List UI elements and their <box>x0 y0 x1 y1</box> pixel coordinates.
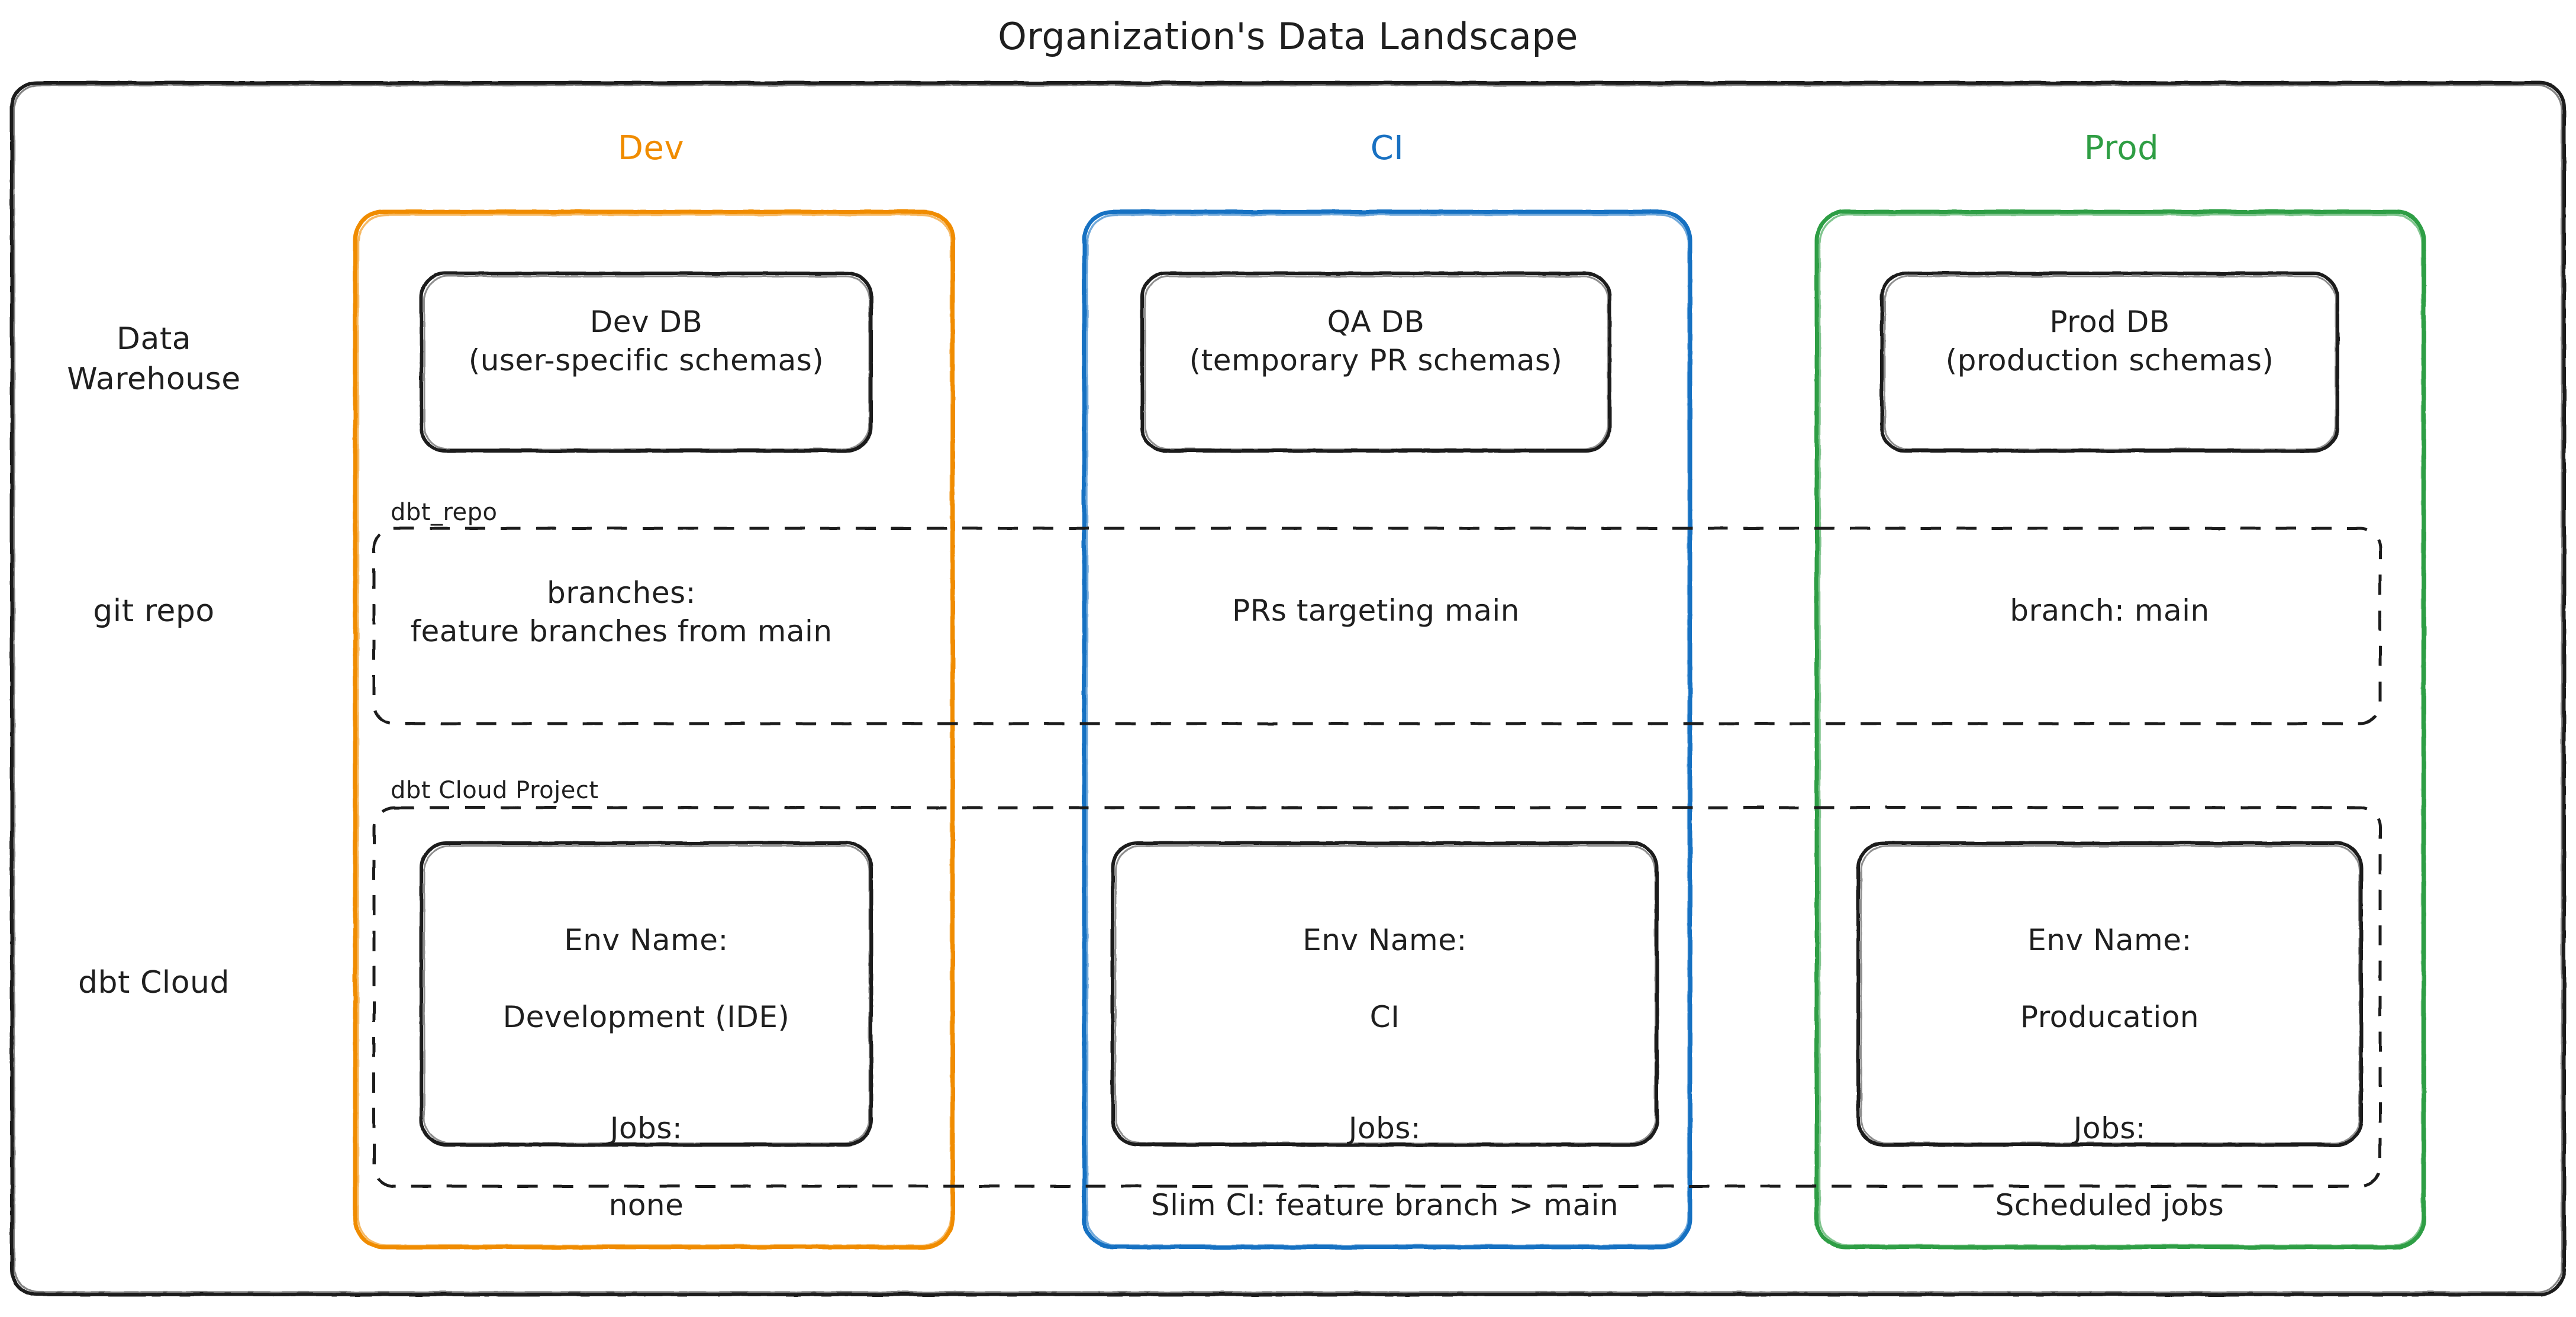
cell-git-ci: PRs targeting main <box>1231 593 1520 628</box>
column-header-dev: Dev <box>617 129 685 167</box>
db-box-ci <box>1140 272 1611 453</box>
row-header-data-warehouse: Data Warehouse <box>67 321 241 397</box>
cell-spacer <box>421 1037 871 1071</box>
cell-spacer <box>1118 1037 1651 1071</box>
column-header-ci: CI <box>1370 129 1404 167</box>
jobs-value-dev: none <box>608 1188 684 1222</box>
column-frame-ci <box>1082 209 1692 1250</box>
column-frame-prod <box>1814 209 2426 1250</box>
cell-git-dev: branches: feature branches from main <box>410 576 833 648</box>
db-box-prod <box>1880 272 2339 453</box>
env-name-label-ci: Env Name: <box>1302 923 1467 957</box>
env-name-value-prod: Producation <box>2020 1000 2200 1034</box>
column-frame-dev <box>353 209 955 1250</box>
page-title: Organization's Data Landscape <box>998 15 1578 58</box>
cell-git-prod: branch: main <box>2010 593 2210 628</box>
cell-dbt-cloud-ci: Env Name: CI Jobs: Slim CI: feature bran… <box>1118 883 1651 1225</box>
container-label-dbt-repo: dbt_repo <box>391 499 498 526</box>
outer-frame <box>10 81 2566 1296</box>
env-name-label-dev: Env Name: <box>564 923 728 957</box>
row-header-git-repo: git repo <box>93 593 215 629</box>
env-box-ci <box>1111 841 1659 1147</box>
cell-spacer <box>1864 1037 2355 1071</box>
jobs-label-ci: Jobs: <box>1348 1111 1421 1145</box>
cell-warehouse-prod: Prod DB (production schemas) <box>1945 305 2274 377</box>
jobs-value-prod: Scheduled jobs <box>1995 1188 2224 1222</box>
cell-dbt-cloud-dev: Env Name: Development (IDE) Jobs: none <box>421 883 871 1225</box>
cell-warehouse-dev: Dev DB (user-specific schemas) <box>468 305 824 377</box>
column-header-prod: Prod <box>2084 129 2159 167</box>
cell-warehouse-ci: QA DB (temporary PR schemas) <box>1189 305 1563 377</box>
row-header-dbt-cloud: dbt Cloud <box>78 965 230 1000</box>
container-label-dbt-cloud-project: dbt Cloud Project <box>391 777 599 804</box>
cell-dbt-cloud-prod: Env Name: Producation Jobs: Scheduled jo… <box>1864 883 2355 1225</box>
db-box-dev <box>420 272 873 453</box>
env-box-dev <box>420 841 873 1147</box>
jobs-label-prod: Jobs: <box>2073 1111 2146 1145</box>
env-box-prod <box>1856 841 2363 1147</box>
jobs-label-dev: Jobs: <box>610 1111 683 1145</box>
env-name-value-ci: CI <box>1369 1000 1400 1034</box>
env-name-label-prod: Env Name: <box>2027 923 2192 957</box>
jobs-value-ci: Slim CI: feature branch > main <box>1150 1188 1619 1222</box>
env-name-value-dev: Development (IDE) <box>502 1000 790 1034</box>
dbt-cloud-container <box>372 806 2382 1188</box>
git-repo-container <box>372 527 2382 725</box>
